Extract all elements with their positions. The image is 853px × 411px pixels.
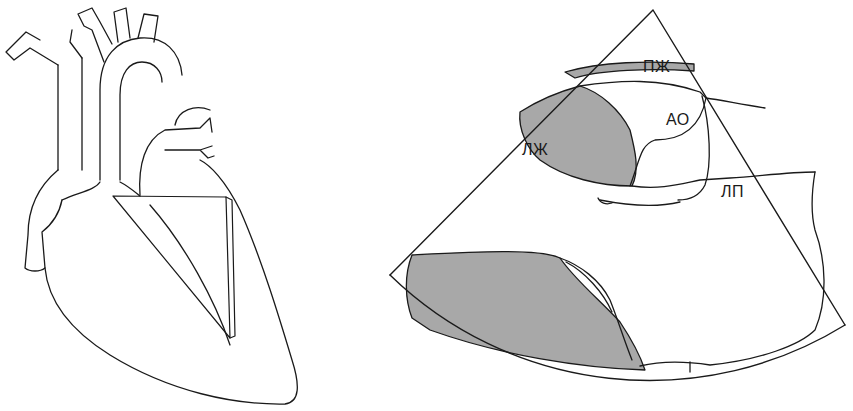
chamber-label: ЛП	[721, 184, 744, 200]
echo-sector	[390, 10, 845, 380]
heart-outline	[6, 8, 297, 404]
chamber-label: ЛЖ	[522, 142, 548, 158]
chamber-label: ПЖ	[643, 59, 670, 75]
chamber-label: АО	[666, 112, 690, 128]
